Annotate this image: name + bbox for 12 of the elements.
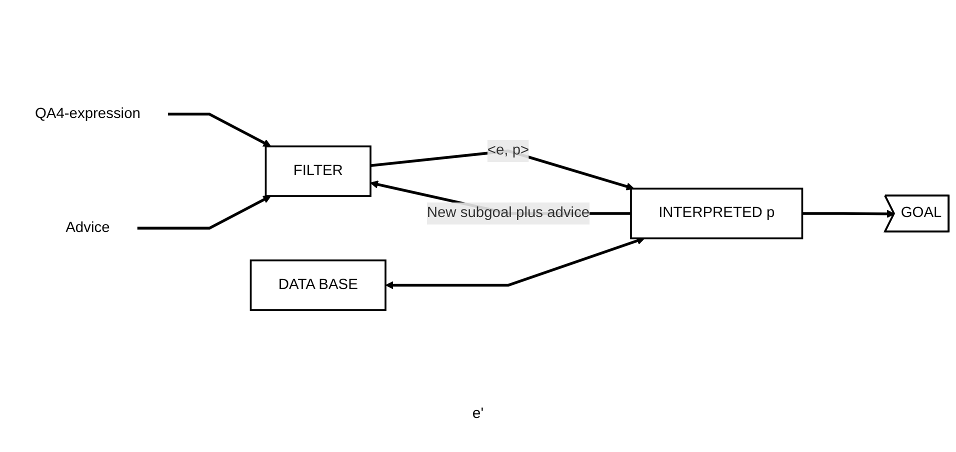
variable-annotation: e' bbox=[472, 405, 484, 422]
edge-label: New subgoal plus advice bbox=[426, 206, 590, 222]
edge-label: <e, p> bbox=[487, 142, 530, 159]
arrow bbox=[137, 196, 272, 230]
node-box: FILTER bbox=[264, 146, 372, 198]
node-text: QA4-expression bbox=[34, 106, 140, 122]
node-box: DATA BASE bbox=[250, 260, 386, 312]
arrow bbox=[386, 237, 645, 290]
arrow bbox=[802, 210, 895, 218]
node-box: INTERPRETED p bbox=[630, 188, 804, 240]
arrow bbox=[168, 113, 272, 148]
node-text: Advice bbox=[66, 220, 110, 236]
